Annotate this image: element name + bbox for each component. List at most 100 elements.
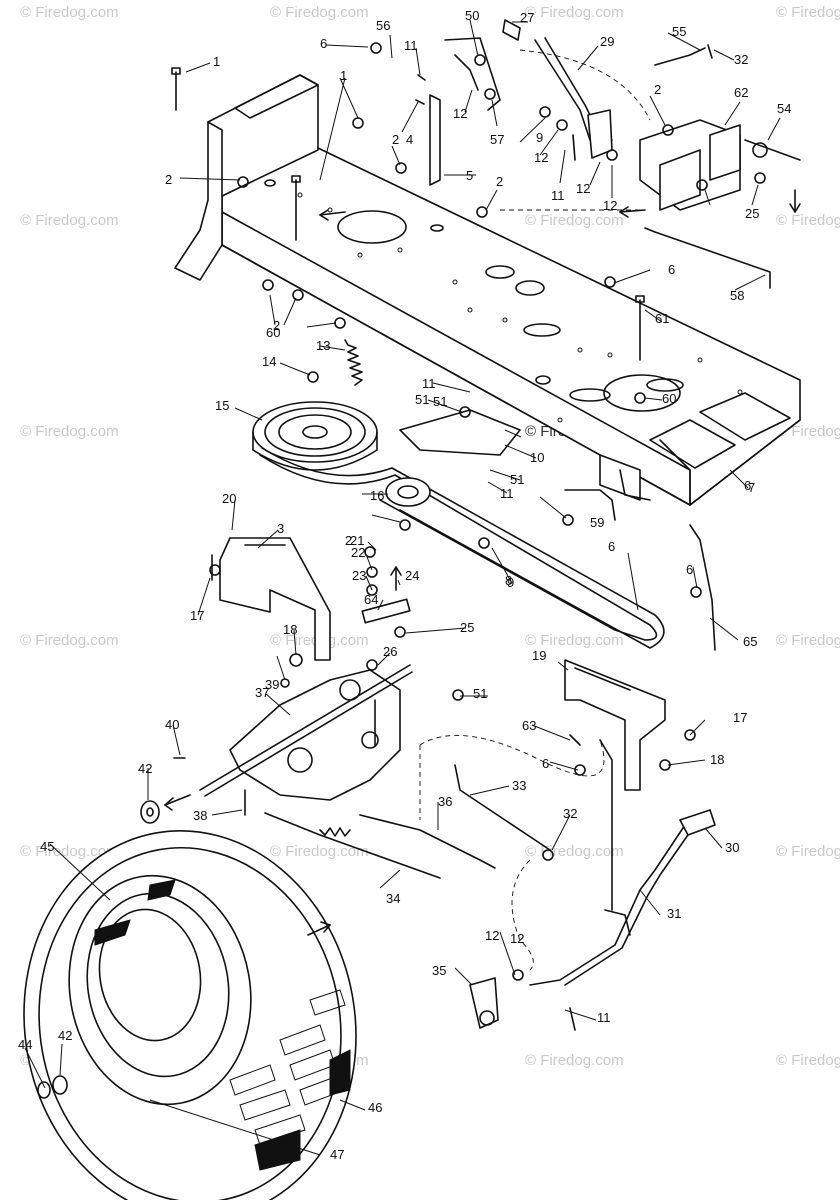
- part-label-15: 15: [215, 398, 229, 413]
- part-label-29: 29: [600, 34, 614, 49]
- pulley-and-belt: [252, 339, 665, 649]
- part-label-51: 51: [510, 472, 524, 487]
- part-label-42: 42: [58, 1028, 72, 1043]
- part-label-4: 4: [406, 132, 413, 147]
- part-label-2: 2: [165, 172, 172, 187]
- part-label-17: 17: [190, 608, 204, 623]
- part-label-36: 36: [438, 794, 452, 809]
- part-label-12: 12: [603, 198, 617, 213]
- part-label-61: 61: [655, 311, 669, 326]
- watermark-text: © Firedog.com: [776, 4, 840, 21]
- part-label-34: 34: [386, 891, 400, 906]
- part-label-31: 31: [667, 906, 681, 921]
- part-label-2: 2: [273, 318, 280, 333]
- shift-lever-assembly: [264, 489, 716, 1029]
- part-label-35: 35: [432, 963, 446, 978]
- watermark-text: © Firedog.com: [20, 423, 119, 440]
- watermark-text: © Firedog.com: [20, 632, 119, 649]
- part-label-37: 37: [255, 685, 269, 700]
- watermark-layer: © Firedog.com © Firedog.com © Firedog.com ©…: [20, 4, 840, 1069]
- brake-lever-assembly: [444, 19, 801, 289]
- part-label-11: 11: [551, 188, 565, 203]
- part-label-2: 2: [392, 132, 399, 147]
- part-label-12: 12: [576, 181, 590, 196]
- part-label-16: 16: [370, 488, 384, 503]
- part-label-44: 44: [18, 1037, 32, 1052]
- watermark-text: © Firedog.com: [525, 632, 624, 649]
- watermark-text: © Firedog.com: [525, 212, 624, 229]
- part-label-11: 11: [597, 1010, 611, 1025]
- rear-tire: [23, 830, 357, 1200]
- part-label-54: 54: [777, 101, 791, 116]
- watermark-text: © Firedog.com: [776, 1052, 840, 1069]
- chassis-frame: [174, 74, 801, 506]
- part-label-12: 12: [534, 150, 548, 165]
- part-label-5: 5: [466, 168, 473, 183]
- part-label-45: 45: [40, 839, 54, 854]
- watermark-text: © Firedog.com: [20, 843, 119, 860]
- watermark-text: © Firedog.com: [20, 4, 119, 21]
- part-label-13: 13: [316, 338, 330, 353]
- part-label-46: 46: [368, 1100, 382, 1115]
- watermark-text: © Firedog.com: [776, 212, 840, 229]
- part-label-8: 8: [505, 573, 512, 588]
- part-label-11: 11: [500, 486, 514, 501]
- part-label-9: 9: [507, 575, 514, 590]
- transaxle: [140, 537, 666, 824]
- part-label-55: 55: [672, 24, 686, 39]
- part-label-7: 7: [748, 480, 755, 495]
- part-label-50: 50: [465, 8, 479, 23]
- part-label-47: 47: [330, 1147, 344, 1162]
- part-label-51: 51: [415, 392, 429, 407]
- part-label-39: 39: [265, 677, 279, 692]
- part-label-6: 6: [320, 36, 327, 51]
- part-label-25: 25: [745, 206, 759, 221]
- part-label-11: 11: [422, 376, 436, 391]
- watermark-text: © Firedog.com: [776, 423, 840, 440]
- part-label-18: 18: [283, 622, 297, 637]
- part-label-42: 42: [138, 761, 152, 776]
- direction-arrows: [164, 189, 801, 936]
- part-label-51: 51: [473, 686, 487, 701]
- part-label-12: 12: [510, 931, 524, 946]
- watermark-text: © Firedog.com: [20, 212, 119, 229]
- watermark-text: © Firedog.com: [270, 4, 369, 21]
- part-label-30: 30: [725, 840, 739, 855]
- part-label-59: 59: [590, 515, 604, 530]
- part-label-12: 12: [453, 106, 467, 121]
- part-label-63: 63: [522, 718, 536, 733]
- part-label-1: 1: [340, 68, 347, 83]
- part-label-2: 2: [496, 174, 503, 189]
- part-label-24: 24: [405, 568, 419, 583]
- part-label-58: 58: [730, 288, 744, 303]
- part-label-14: 14: [262, 354, 276, 369]
- part-label-11: 11: [404, 38, 418, 53]
- part-label-32: 32: [734, 52, 748, 67]
- part-label-19: 19: [532, 648, 546, 663]
- part-label-57: 57: [490, 132, 504, 147]
- part-label-25: 25: [460, 620, 474, 635]
- part-label-6: 6: [686, 562, 693, 577]
- part-label-27: 27: [520, 10, 534, 25]
- leader-lines: [24, 19, 781, 1156]
- part-label-6: 6: [668, 262, 675, 277]
- watermark-text: © Firedog.com: [270, 843, 369, 860]
- part-label-51: 51: [433, 394, 447, 409]
- part-label-65: 65: [743, 634, 757, 649]
- part-label-20: 20: [222, 491, 236, 506]
- part-label-18: 18: [710, 752, 724, 767]
- part-label-1: 1: [213, 54, 220, 69]
- part-label-6: 6: [608, 539, 615, 554]
- part-label-9: 9: [536, 130, 543, 145]
- part-label-3: 3: [277, 521, 284, 536]
- part-label-2: 2: [654, 82, 661, 97]
- part-label-40: 40: [165, 717, 179, 732]
- part-label-60: 60: [662, 391, 676, 406]
- part-label-26: 26: [383, 644, 397, 659]
- part-label-17: 17: [733, 710, 747, 725]
- part-label-64: 64: [364, 592, 378, 607]
- watermark-text: © Firedog.com: [776, 632, 840, 649]
- part-label-38: 38: [193, 808, 207, 823]
- part-label-33: 33: [512, 778, 526, 793]
